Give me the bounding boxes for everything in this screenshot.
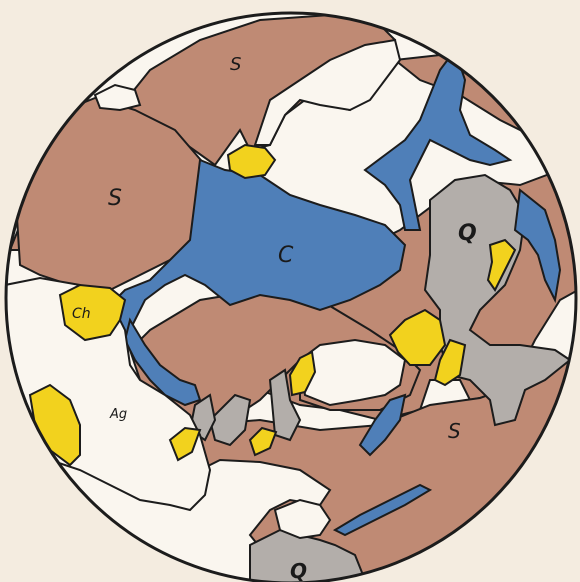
label-c: C (278, 243, 294, 268)
label-s-left: S (108, 186, 122, 211)
label-s-top: S (230, 54, 241, 75)
label-ag: Ag (109, 407, 127, 422)
label-ch: Ch (72, 306, 91, 322)
label-s-right: S (448, 419, 461, 443)
label-q-bottom: Q (290, 559, 307, 582)
label-q-right: Q (458, 221, 477, 246)
